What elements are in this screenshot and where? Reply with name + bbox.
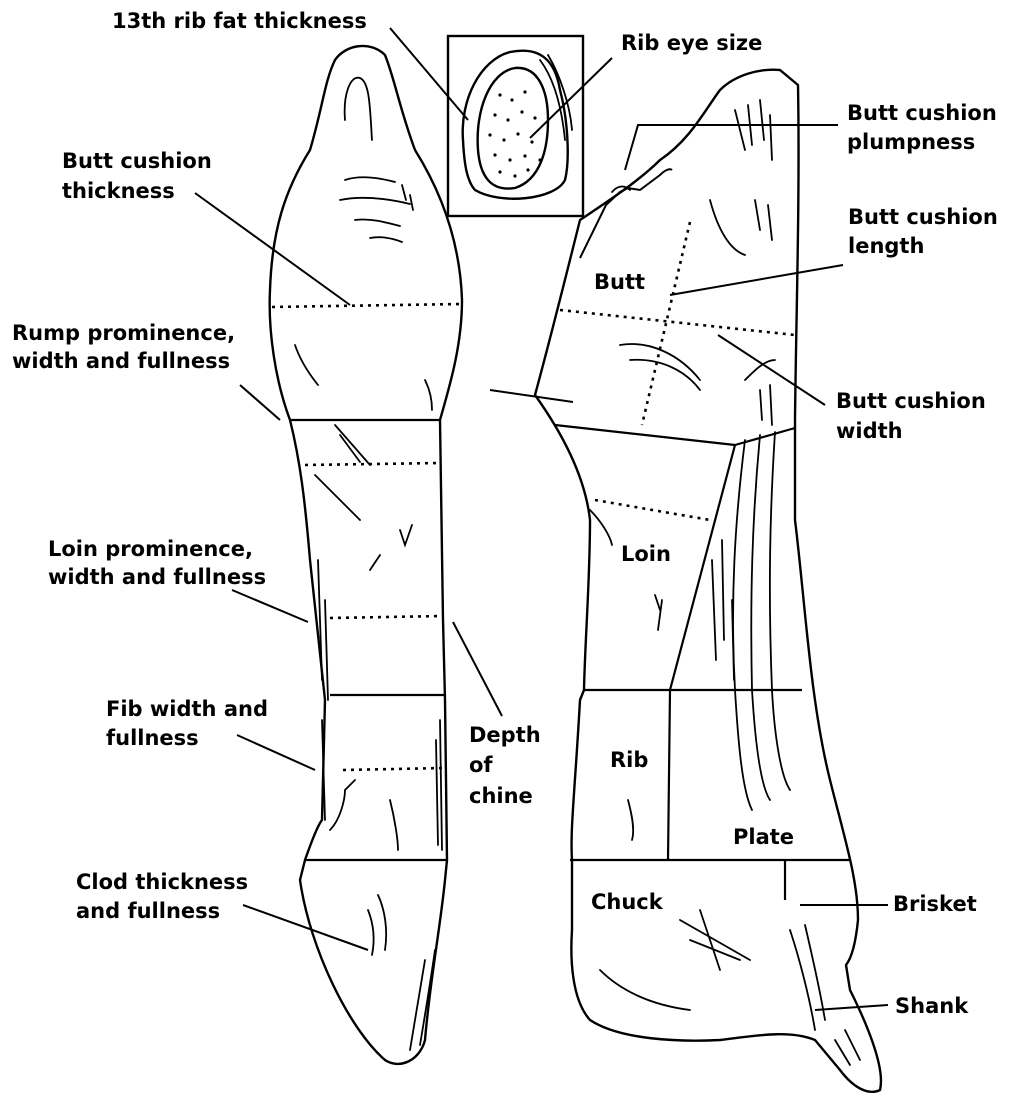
side-view-carcass bbox=[535, 70, 881, 1092]
label-fib-width-1: Fib width and bbox=[106, 697, 268, 721]
rear-view-carcass bbox=[270, 46, 462, 1064]
label-butt-cushion-thickness-2: thickness bbox=[62, 179, 175, 203]
label-brisket: Brisket bbox=[893, 892, 977, 916]
label-loin-prominence-2: width and fullness bbox=[48, 565, 266, 589]
label-13th-rib-fat: 13th rib fat thickness bbox=[112, 9, 367, 33]
side-view-outline bbox=[535, 70, 881, 1092]
label-depth-of-chine-1: Depth bbox=[469, 723, 541, 747]
label-butt-cushion-thickness-1: Butt cushion bbox=[62, 149, 212, 173]
segment-rib: Rib bbox=[610, 748, 648, 772]
label-butt-cushion-length-1: Butt cushion bbox=[848, 205, 998, 229]
segment-loin: Loin bbox=[621, 542, 671, 566]
label-clod-2: and fullness bbox=[76, 899, 220, 923]
label-butt-cushion-plumpness-2: plumpness bbox=[847, 130, 975, 154]
label-shank: Shank bbox=[895, 994, 969, 1018]
label-fib-width-2: fullness bbox=[106, 726, 199, 750]
label-loin-prominence-1: Loin prominence, bbox=[48, 537, 253, 561]
label-rump-2: width and fullness bbox=[12, 349, 230, 373]
label-rib-eye-size: Rib eye size bbox=[621, 31, 762, 55]
label-depth-of-chine-3: chine bbox=[469, 784, 533, 808]
segment-plate: Plate bbox=[733, 825, 794, 849]
label-butt-cushion-width-2: width bbox=[836, 419, 903, 443]
label-depth-of-chine-2: of bbox=[469, 753, 493, 777]
segment-chuck: Chuck bbox=[591, 890, 664, 914]
label-butt-cushion-plumpness-1: Butt cushion bbox=[847, 101, 997, 125]
segment-butt: Butt bbox=[594, 270, 645, 294]
label-rump-1: Rump prominence, bbox=[12, 321, 235, 345]
label-clod-1: Clod thickness bbox=[76, 870, 248, 894]
rib-eye-inset bbox=[448, 36, 583, 216]
label-butt-cushion-width-1: Butt cushion bbox=[836, 389, 986, 413]
label-butt-cushion-length-2: length bbox=[848, 234, 924, 258]
